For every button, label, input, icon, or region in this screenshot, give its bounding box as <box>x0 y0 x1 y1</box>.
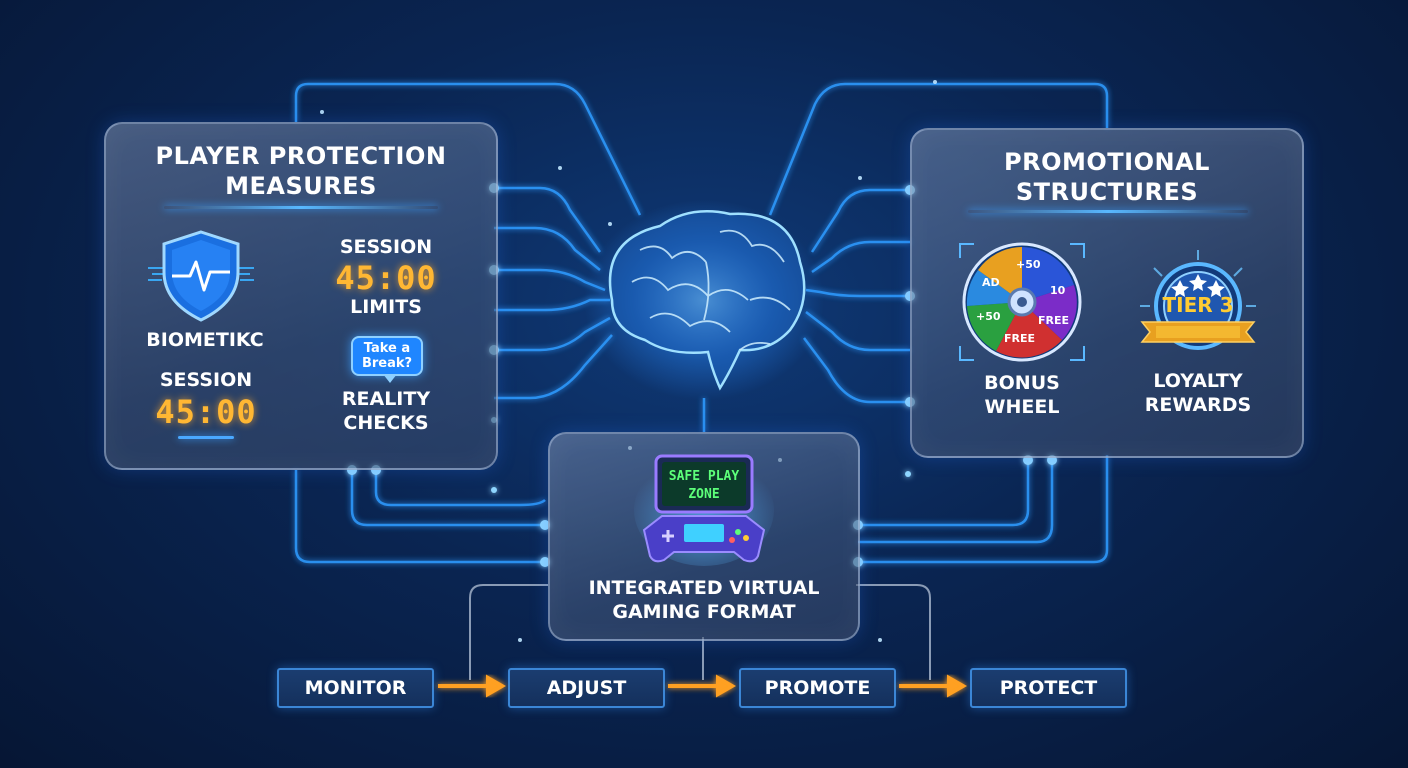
take-a-break-bubble: Take a Break? <box>351 336 423 383</box>
step-protect: PROTECT <box>970 668 1127 708</box>
arrow-right-icon <box>668 674 737 698</box>
integrated-virtual-gaming-panel: SAFE PLAY ZONE INTEGRATED VIRTUAL GAMING… <box>548 432 860 641</box>
shield-heartbeat-icon <box>148 230 254 322</box>
bonus-wheel-icon: +50 +50 FREE FREE 10 AD <box>959 242 1085 362</box>
player-protection-panel: PLAYER PROTECTION MEASURES BIOMETIKC SES… <box>104 122 498 470</box>
promotional-title-line1: PROMOTIONAL <box>1004 148 1210 176</box>
screen-line1: SAFE PLAY <box>669 469 740 484</box>
integrated-title-line2: GAMING FORMAT <box>612 601 796 623</box>
session-timer: 45:00 <box>155 393 257 431</box>
promotional-structures-panel: PROMOTIONAL STRUCTURES +50 +50 FREE FREE… <box>910 128 1304 458</box>
arrow-right-icon <box>438 674 507 698</box>
session-label: SESSION <box>159 369 253 391</box>
arrow-right-icon <box>899 674 968 698</box>
player-protection-title-line1: PLAYER PROTECTION <box>155 142 447 170</box>
session-limits-timer: 45:00 <box>335 259 437 297</box>
reality-checks-line2: CHECKS <box>343 412 429 434</box>
bonus-wheel-line1: BONUS <box>984 372 1060 394</box>
wheel-text-1: +50 <box>1016 258 1041 271</box>
step-monitor: MONITOR <box>277 668 434 708</box>
biometric-label: BIOMETIKC <box>146 329 264 351</box>
wheel-text-5: 10 <box>1050 284 1066 297</box>
title-underline <box>164 206 438 209</box>
reality-checks-line1: REALITY <box>341 388 431 410</box>
step-promote: PROMOTE <box>739 668 896 708</box>
player-protection-title-line2: MEASURES <box>225 172 377 200</box>
step-adjust: ADJUST <box>508 668 665 708</box>
screen-line2: ZONE <box>688 487 719 502</box>
loyalty-rewards-line2: REWARDS <box>1144 394 1252 416</box>
title-underline <box>968 210 1248 213</box>
brain-icon <box>584 200 824 400</box>
session-underline <box>178 436 234 439</box>
wheel-text-3: FREE <box>1038 314 1069 327</box>
bubble-line2: Break? <box>361 356 413 371</box>
bonus-wheel-line2: WHEEL <box>984 396 1060 418</box>
tier-badge-icon: TIER 3 <box>1140 250 1256 350</box>
session-limits-label-top: SESSION <box>339 236 433 258</box>
promotional-title-line2: STRUCTURES <box>1015 178 1199 206</box>
integrated-title-line1: INTEGRATED VIRTUAL <box>588 577 820 599</box>
tier-text: TIER 3 <box>1162 293 1233 317</box>
wheel-text-6: AD <box>982 276 1000 289</box>
handheld-console-icon: SAFE PLAY ZONE <box>634 454 774 566</box>
bubble-line1: Take a <box>363 341 411 356</box>
wheel-text-4: FREE <box>1004 332 1035 345</box>
wheel-text-2: +50 <box>976 310 1001 323</box>
loyalty-rewards-line1: LOYALTY <box>1153 370 1243 392</box>
session-limits-label-bottom: LIMITS <box>350 296 422 318</box>
